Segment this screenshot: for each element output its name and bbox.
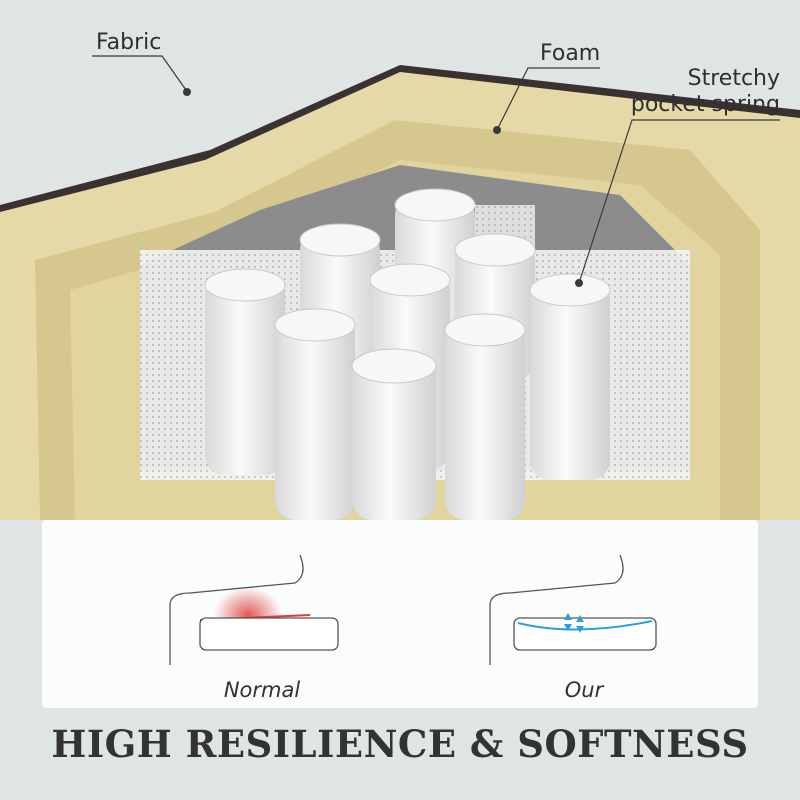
foam-label: Foam bbox=[540, 41, 601, 66]
spring-leader-line bbox=[579, 119, 780, 281]
our-cushion bbox=[513, 617, 657, 651]
fabric-label: Fabric bbox=[96, 30, 162, 55]
our-seat-diagram bbox=[489, 554, 657, 665]
comparison-panel bbox=[42, 520, 758, 708]
normal-cushion bbox=[199, 617, 339, 651]
fabric-leader-line bbox=[92, 55, 187, 91]
pocket-spring-label: Stretchy pocket spring bbox=[631, 66, 780, 118]
headline: HIGH RESILIENCE & SOFTNESS bbox=[51, 722, 749, 766]
foam-leader-line bbox=[497, 67, 600, 129]
normal-caption: Normal bbox=[223, 678, 301, 702]
pocket-spring-label-line1: Stretchy bbox=[687, 66, 780, 91]
our-caption: Our bbox=[564, 678, 604, 702]
support-arrows-icon bbox=[564, 613, 584, 633]
normal-seat-diagram bbox=[169, 554, 339, 665]
pocket-spring-label-line2: pocket spring bbox=[630, 92, 780, 117]
front-row-springs bbox=[274, 308, 526, 520]
